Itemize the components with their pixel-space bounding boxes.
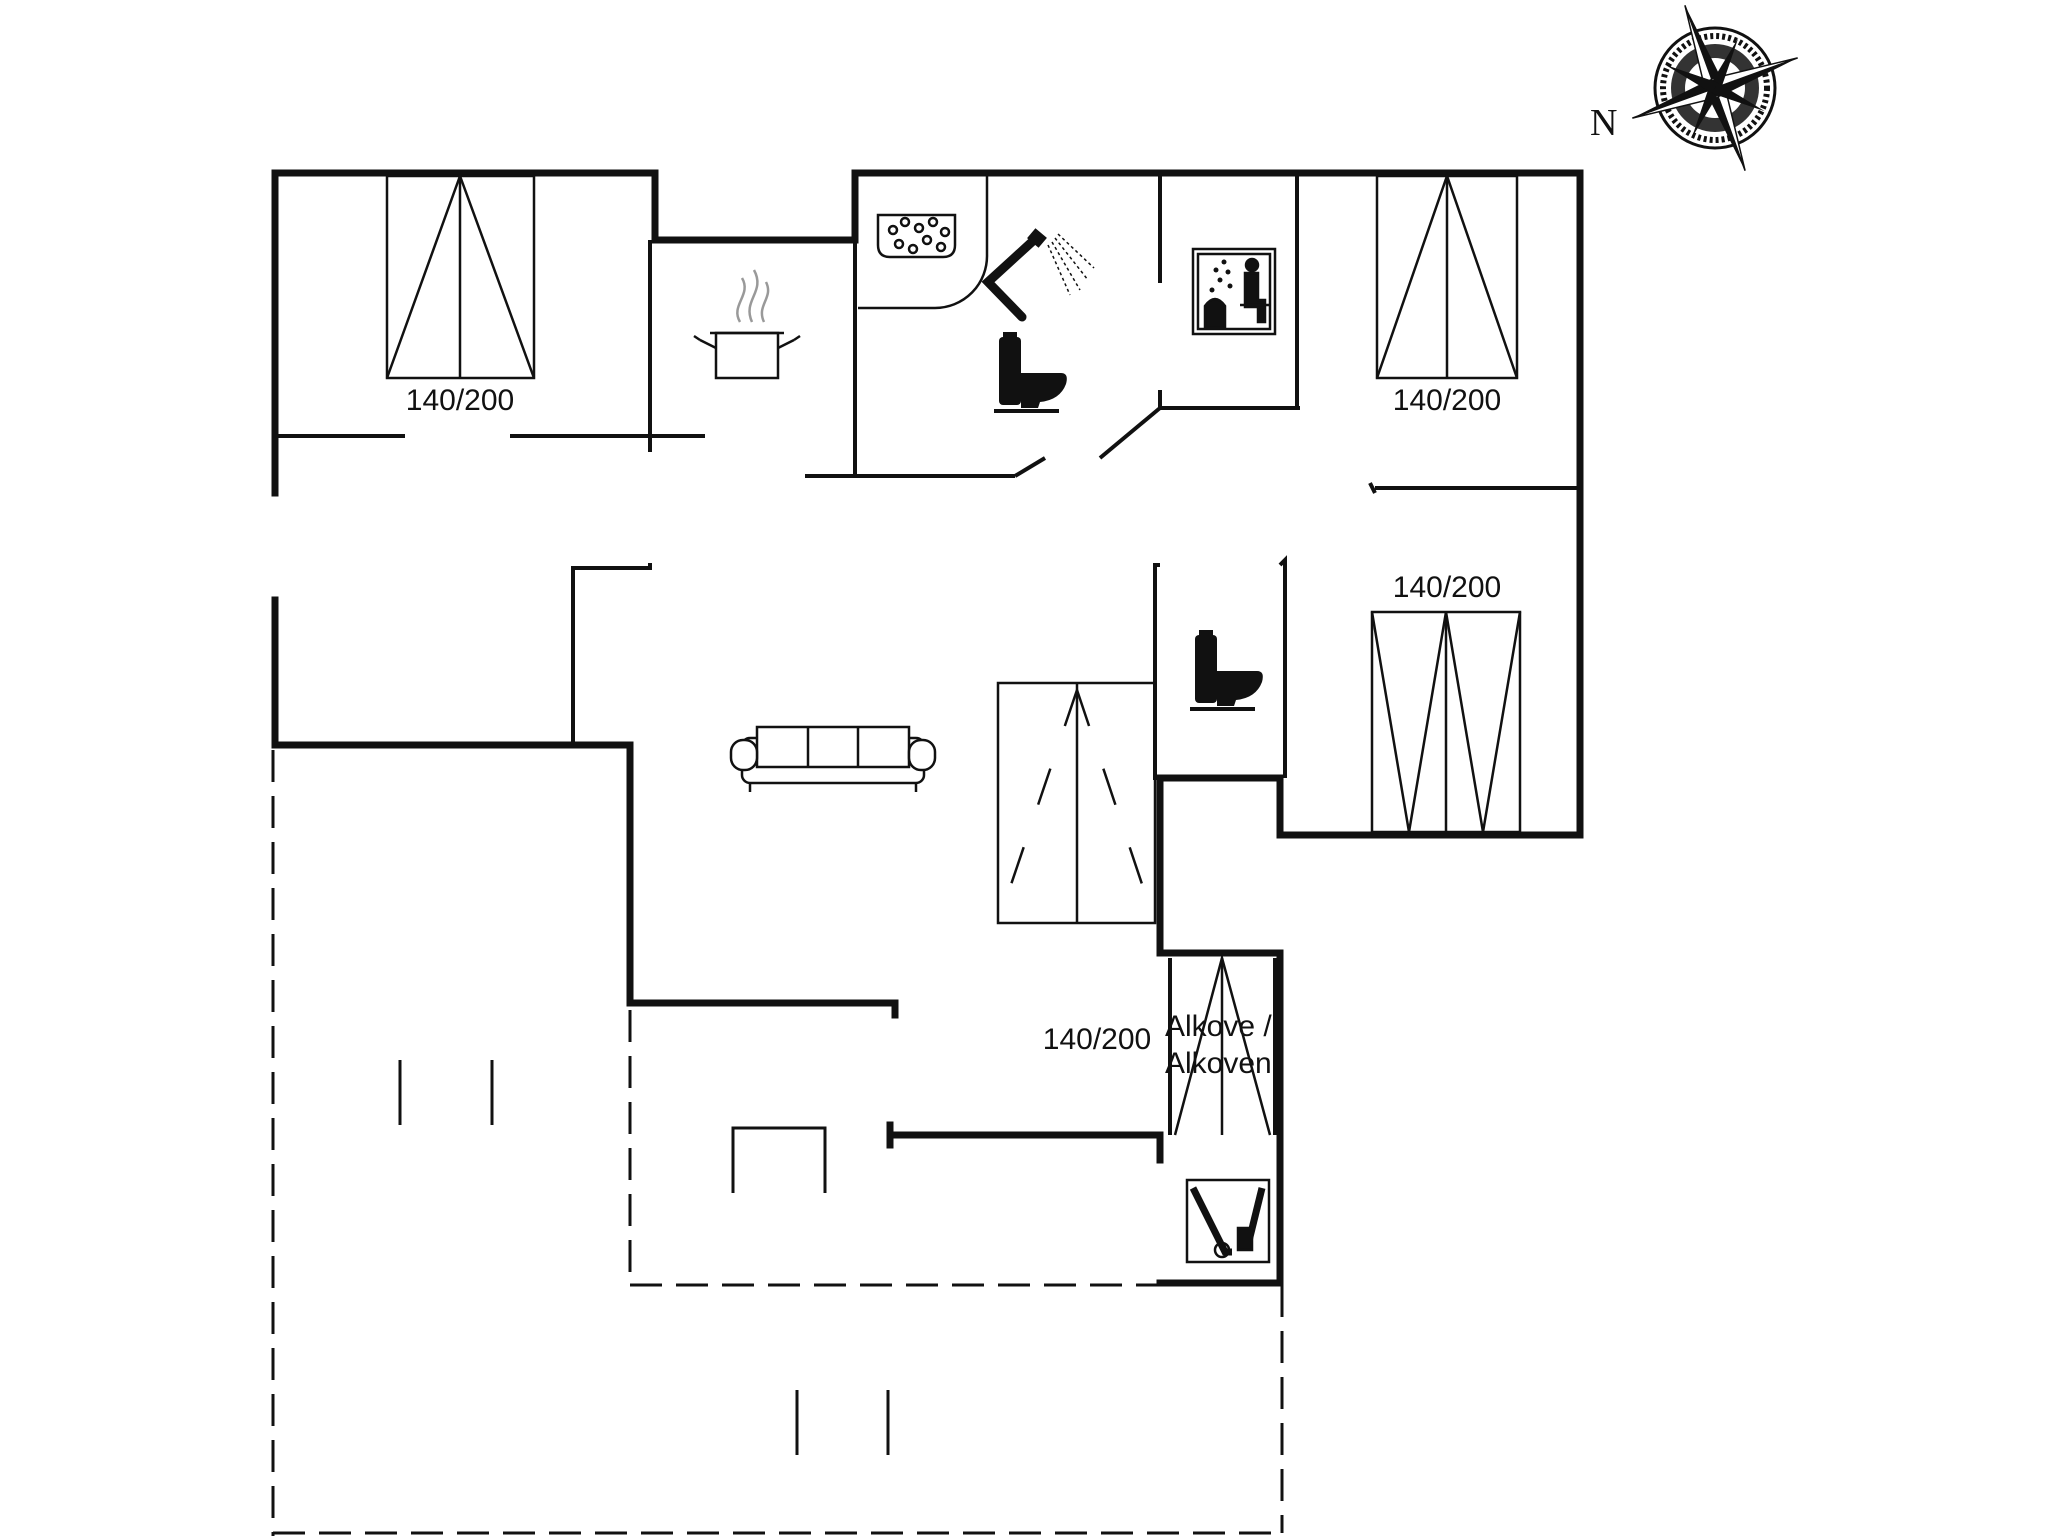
spa-tub-icon [858, 173, 989, 310]
sofa-icon [729, 725, 937, 792]
bed-living [996, 681, 1157, 925]
utility-icon [1185, 1178, 1271, 1264]
kitchen-pot-icon [693, 269, 801, 380]
terrace-marks [398, 1060, 890, 1455]
interior-walls [275, 173, 1580, 1135]
compass-rose-icon [1632, 5, 1798, 171]
north-label: N [1590, 102, 1617, 144]
toilet-icon [1190, 630, 1263, 711]
walls [271, 169, 1584, 1287]
bed-size-label-right: 140/200 [1393, 571, 1501, 604]
bed-size-label-top-right: 140/200 [1393, 384, 1501, 417]
bed-right [1370, 610, 1522, 834]
bed-size-label-alcove: 140/200 [1043, 1023, 1151, 1056]
sauna-icon [1191, 247, 1277, 336]
terrace-outline [271, 750, 1284, 1536]
bed-size-label-top-left: 140/200 [406, 384, 514, 417]
bed-alcove [1173, 953, 1272, 1136]
bed-top-left [385, 172, 536, 380]
alcove-label-line1: Alkove / [1165, 1010, 1272, 1043]
toilet-icon [994, 332, 1067, 413]
bed-top-right [1375, 172, 1519, 380]
wall-left-mid [271, 596, 899, 1019]
shower-icon [981, 228, 1095, 322]
wall-left-top [271, 169, 1584, 1287]
alcove-label-line2: Alkoven [1165, 1047, 1272, 1080]
